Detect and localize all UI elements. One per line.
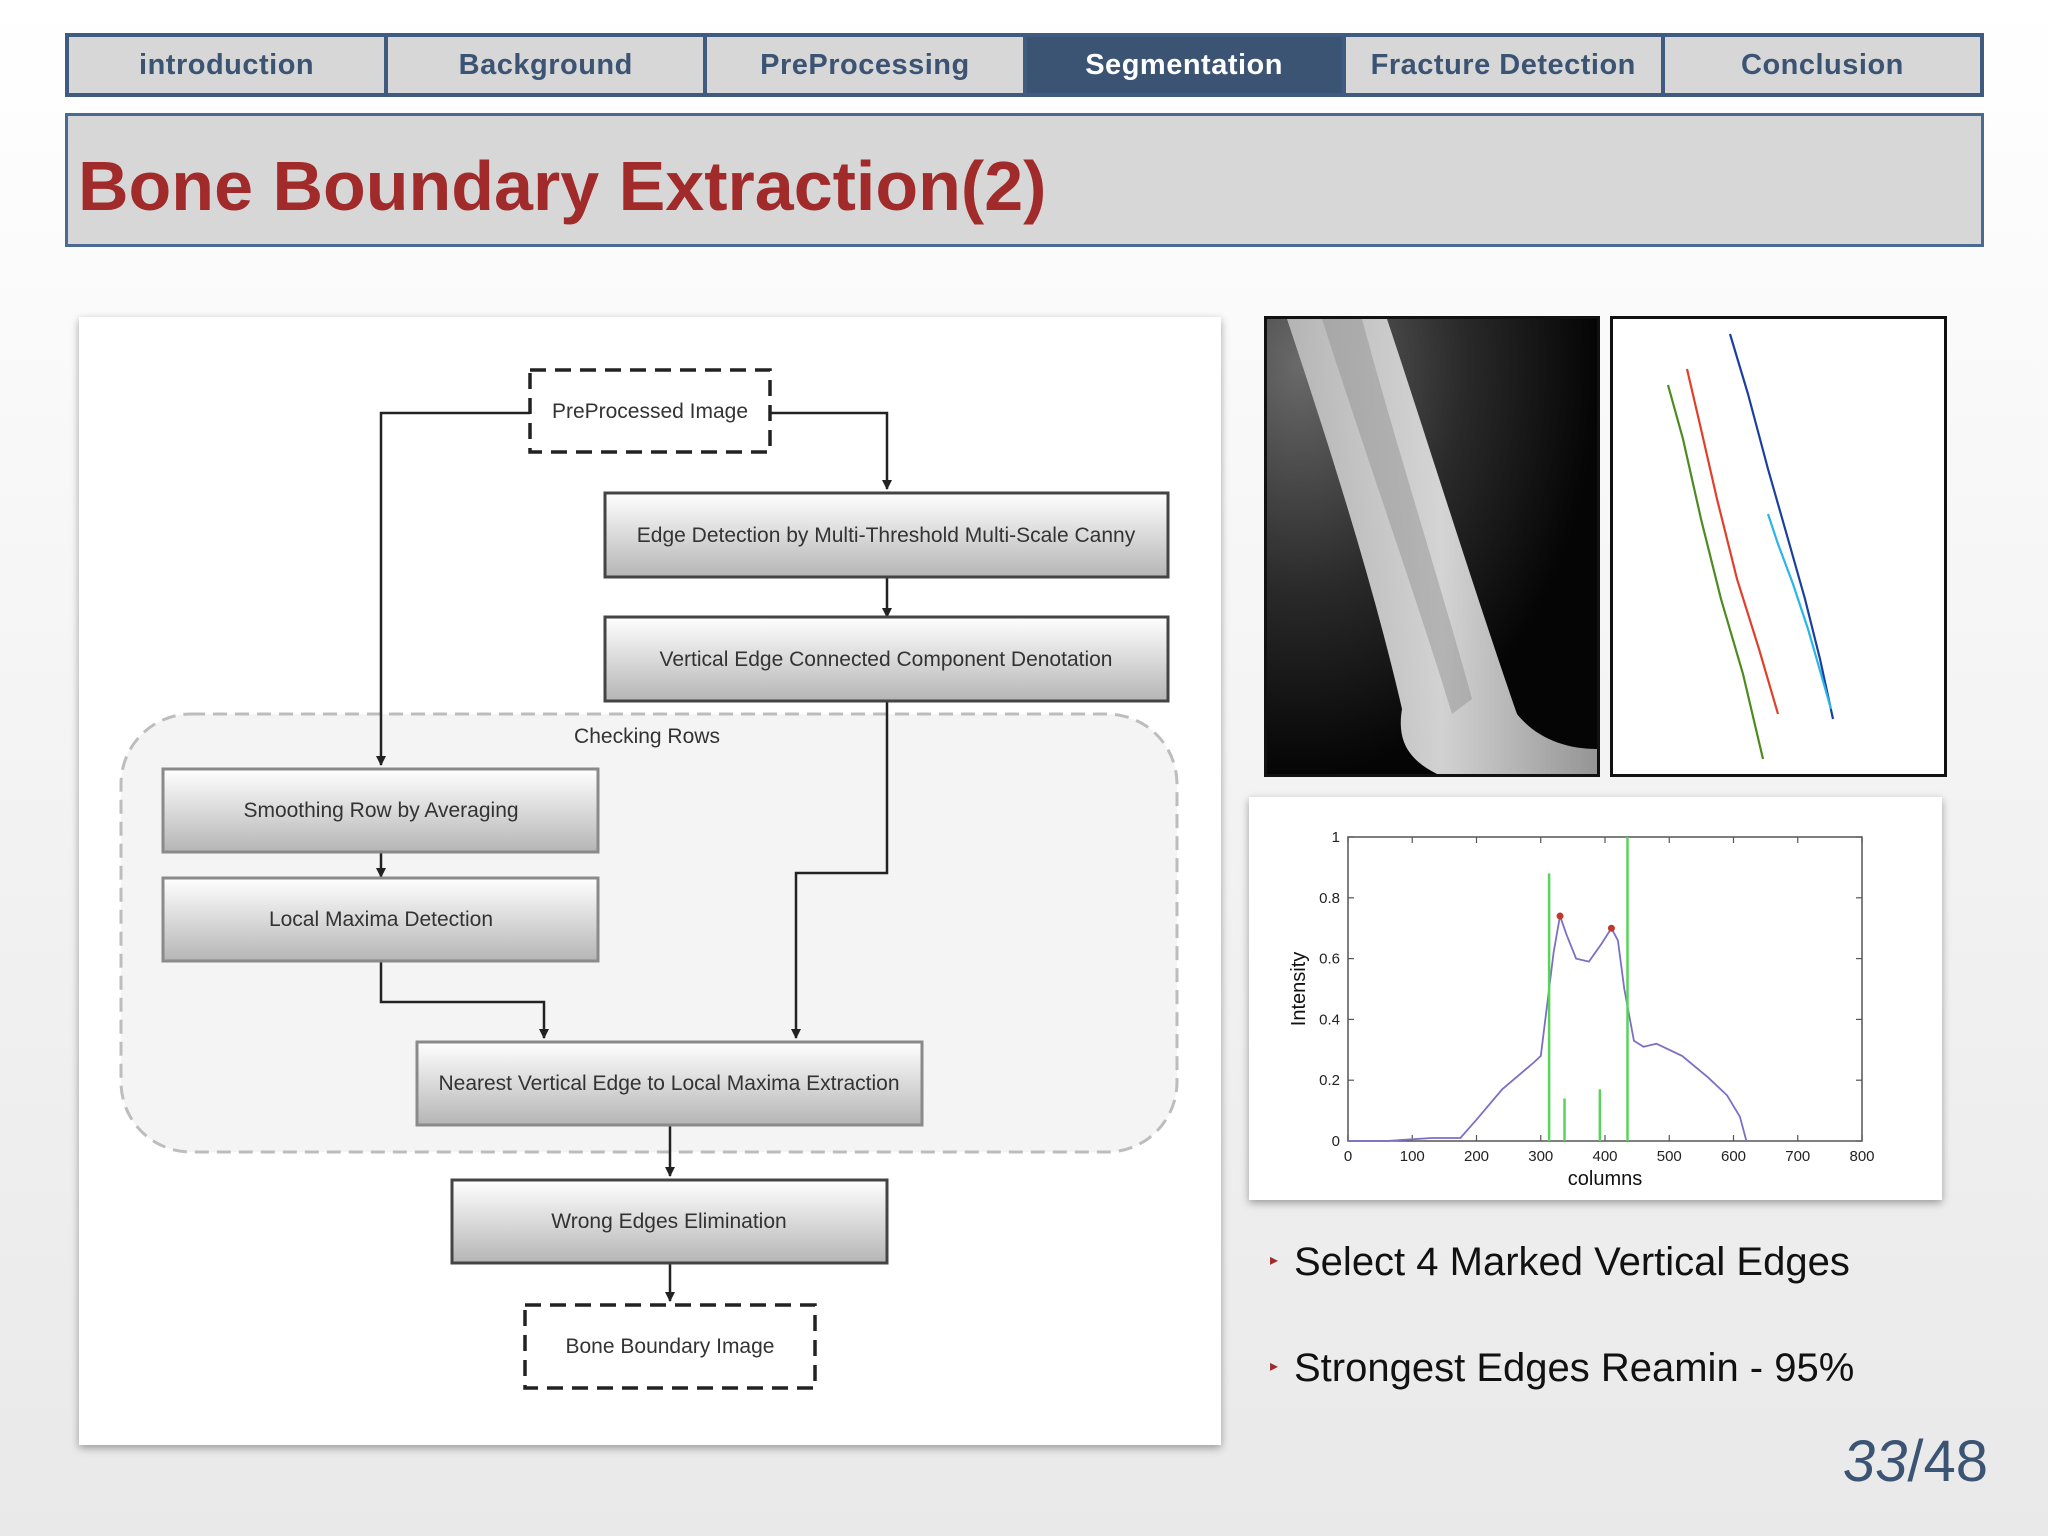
- y-axis-label: Intensity: [1288, 952, 1310, 1026]
- preprocessed-image-box: [528, 368, 772, 454]
- tab-preprocessing[interactable]: PreProcessing: [707, 37, 1023, 93]
- section-nav: introduction Background PreProcessing Se…: [65, 33, 1984, 97]
- current-page: 33: [1842, 1429, 1908, 1494]
- x-axis-label: columns: [1568, 1168, 1642, 1190]
- local-maxima-box: [161, 876, 600, 963]
- tab-segmentation[interactable]: Segmentation: [1026, 37, 1342, 93]
- nearest-edge-label: Nearest Vertical Edge to Local Maxima Ex…: [438, 1072, 899, 1095]
- intensity-line: [1348, 912, 1748, 1142]
- bullet-item: ▸ Select 4 Marked Vertical Edges: [1270, 1240, 1850, 1285]
- wrong-edges-box: [450, 1178, 889, 1265]
- edges-image: [1610, 316, 1947, 777]
- x-tick-label: 800: [1849, 1148, 1874, 1165]
- wrong-edges-label: Wrong Edges Elimination: [551, 1210, 786, 1233]
- x-tick-label: 700: [1785, 1148, 1810, 1165]
- y-tick-label: 0.4: [1319, 1011, 1340, 1028]
- x-tick-label: 200: [1464, 1148, 1489, 1165]
- x-tick-label: 500: [1657, 1148, 1682, 1165]
- local-maximum-marker: [1607, 924, 1615, 932]
- bullet-text: Select 4 Marked Vertical Edges: [1294, 1240, 1850, 1284]
- bone-boundary-box: [523, 1303, 817, 1390]
- checking-rows-label: Checking Rows: [574, 725, 720, 748]
- x-tick-label: 100: [1400, 1148, 1425, 1165]
- smoothing-box: [161, 767, 600, 854]
- x-tick-label: 400: [1592, 1148, 1617, 1165]
- y-tick-label: 0.8: [1319, 890, 1340, 907]
- smoothing-label: Smoothing Row by Averaging: [243, 799, 518, 822]
- edge-detection-label: Edge Detection by Multi-Threshold Multi-…: [637, 524, 1136, 547]
- flowchart-panel: Checking Rows PreProcessed Image Edge De…: [79, 317, 1221, 1445]
- tab-conclusion[interactable]: Conclusion: [1664, 37, 1981, 93]
- preprocessed-image-label: PreProcessed Image: [552, 400, 748, 423]
- local-maxima-label: Local Maxima Detection: [269, 908, 493, 931]
- y-tick-label: 1: [1332, 829, 1340, 846]
- flowchart: Checking Rows PreProcessed Image Edge De…: [119, 368, 1179, 1390]
- tab-background[interactable]: Background: [388, 37, 704, 93]
- page-number: 33/48: [1843, 1428, 1988, 1495]
- bullet-icon: ▸: [1270, 1252, 1279, 1270]
- x-tick-label: 600: [1721, 1148, 1746, 1165]
- xray-image: [1264, 316, 1600, 777]
- bullet-text: Strongest Edges Reamin - 95%: [1294, 1346, 1855, 1390]
- x-tick-label: 300: [1528, 1148, 1553, 1165]
- y-tick-label: 0: [1332, 1133, 1340, 1150]
- total-pages: /48: [1907, 1429, 1988, 1494]
- nearest-edge-box: [415, 1040, 924, 1127]
- title-bar: Bone Boundary Extraction(2): [65, 113, 1984, 247]
- bullet-icon: ▸: [1270, 1358, 1279, 1376]
- vertical-edge-label: Vertical Edge Connected Component Denota…: [660, 648, 1113, 671]
- y-tick-label: 0.2: [1319, 1072, 1340, 1089]
- slide-title: Bone Boundary Extraction(2): [78, 147, 1047, 225]
- y-tick-label: 0.6: [1319, 951, 1340, 968]
- bone-boundary-label: Bone Boundary Image: [566, 1335, 775, 1358]
- tab-fracture-detection[interactable]: Fracture Detection: [1345, 37, 1661, 93]
- x-tick-label: 0: [1344, 1148, 1352, 1165]
- local-maximum-marker: [1556, 912, 1564, 920]
- bullet-item: ▸ Strongest Edges Reamin - 95%: [1270, 1346, 1854, 1391]
- tab-introduction[interactable]: introduction: [69, 37, 385, 93]
- edge-detection-box: [603, 491, 1170, 579]
- vertical-edge-box: [603, 615, 1170, 703]
- plot-area: [1347, 836, 1863, 1142]
